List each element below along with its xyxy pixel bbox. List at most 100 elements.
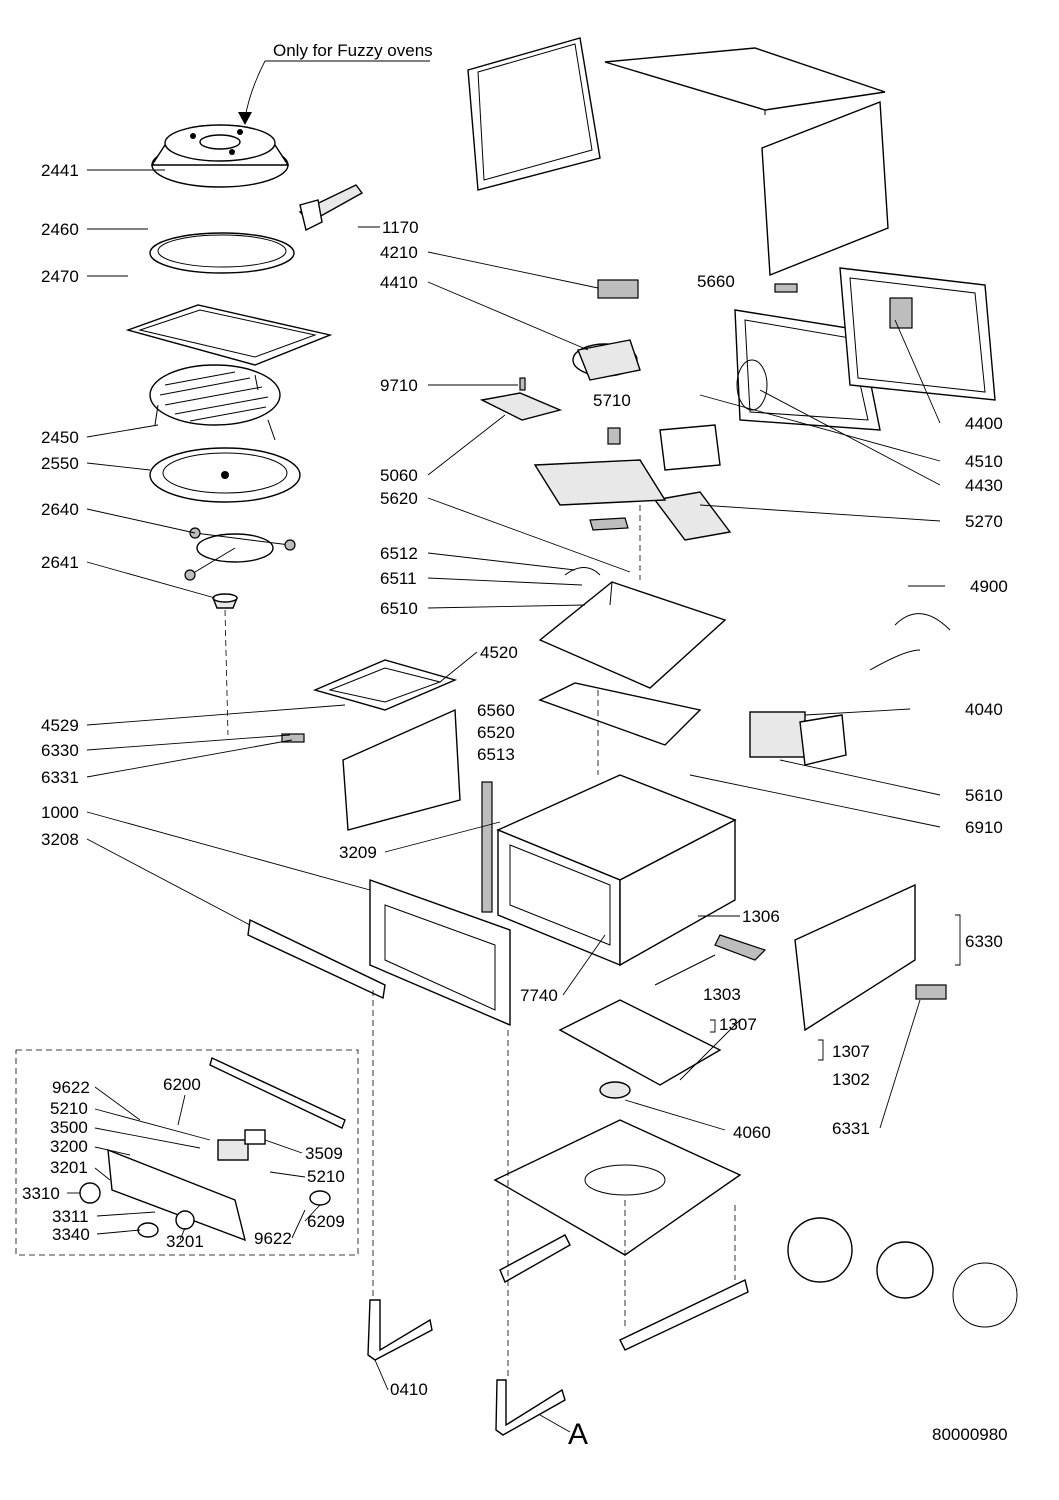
part-9710-fuse [519,377,526,391]
label-0410: 0410 [390,1380,428,1399]
part-2441-crisp-plate [150,124,290,188]
right-bracket-6330 [794,883,916,1032]
label-3311: 3311 [52,1207,89,1226]
part-6331-right [915,984,947,1000]
label-6330-left: 6330 [41,741,79,760]
rails [499,1234,749,1351]
label-9622-a: 9622 [52,1078,90,1097]
part-2640-roller-support [184,527,296,581]
cavity-side-panel [342,708,461,831]
label-5610: 5610 [965,786,1003,805]
label-5060: 5060 [380,466,418,485]
cavity-top-plate [538,581,727,689]
foot-a [495,1379,566,1436]
door-frames [734,309,881,431]
label-3310: 3310 [22,1184,60,1203]
label-4400: 4400 [965,414,1003,433]
label-4410: 4410 [380,273,418,292]
part-2641-coupler [211,593,239,609]
label-4210: 4210 [380,243,418,262]
bottom-tray [558,999,722,1086]
label-3208: 3208 [41,830,79,849]
casing-panels [467,37,889,277]
label-6209: 6209 [307,1212,345,1231]
label-1306: 1306 [742,907,780,926]
part-1303-hinge-pin [654,954,716,986]
part-6560-plate [538,682,702,746]
part-1170-handle [298,184,364,232]
label-6512: 6512 [380,544,418,563]
part-1000-oven-cavity [496,774,737,967]
label-4900: 4900 [970,577,1008,596]
label-6520: 6520 [477,723,515,742]
label-4060: 4060 [733,1123,771,1142]
label-1000: 1000 [41,803,79,822]
label-1170: 1170 [382,218,419,237]
label-6511: 6511 [380,569,417,588]
label-4520: 4520 [480,643,518,662]
assembly-lines [372,505,736,1380]
label-3500: 3500 [50,1118,88,1137]
label-5620: 5620 [380,489,418,508]
label-5210-b: 5210 [307,1167,345,1186]
part-6512-wire [564,567,601,576]
label-3340: 3340 [52,1225,90,1244]
view-letter: A [568,1418,588,1451]
label-6513: 6513 [477,745,515,764]
part-2460-ring [149,232,295,274]
label-3201-a: 3201 [50,1158,88,1177]
label-1303: 1303 [703,985,741,1004]
label-4040: 4040 [965,700,1003,719]
label-2470: 2470 [41,267,79,286]
label-1307-b: 1307 [832,1042,870,1061]
part-5270-module [653,491,732,541]
label-3509: 3509 [305,1144,343,1163]
label-2460: 2460 [41,220,79,239]
label-9710: 9710 [380,376,418,395]
label-2641: 2641 [41,553,79,572]
label-6330-right: 6330 [965,932,1003,951]
label-3201-b: 3201 [166,1232,204,1251]
label-6331-left: 6331 [41,768,79,787]
part-5060-board [479,392,563,421]
part-6330-6331-left [281,733,305,743]
label-2441: 2441 [41,161,79,180]
part-4900-cord [869,613,951,671]
waveguide-assy [533,424,721,531]
label-9622-b: 9622 [254,1229,292,1248]
label-1307-a: 1307 [719,1015,757,1034]
label-2640: 2640 [41,500,79,519]
part-3208-strip [247,918,386,1000]
part-5710-sensor [607,427,621,445]
part-1302-latch [714,934,767,961]
fuzzy-ovens-note: Only for Fuzzy ovens [238,41,433,125]
label-5710: 5710 [593,391,631,410]
part-1306-hinge [481,781,493,913]
part-2470-tray [125,304,333,366]
callout-labels: 2441 1170 2460 4210 2470 4410 5660 9710 … [22,161,1008,1451]
label-6560: 6560 [477,701,515,720]
control-panel-parts [79,1057,346,1242]
label-2550: 2550 [41,454,79,473]
label-5660: 5660 [697,272,735,291]
leader-lines [86,169,945,1131]
fan-assembly-detail [787,1217,1018,1328]
drawing-number: 80000980 [932,1425,1008,1444]
part-5660-switch [774,283,798,293]
label-1302: 1302 [832,1070,870,1089]
label-4529: 4529 [41,716,79,735]
fuzzy-note-text: Only for Fuzzy ovens [273,41,433,60]
label-6200: 6200 [163,1075,201,1094]
label-6331-right: 6331 [832,1119,870,1138]
control-panel-detail-box [15,1049,359,1256]
label-6910: 6910 [965,818,1003,837]
label-3200: 3200 [50,1137,88,1156]
label-3209: 3209 [339,843,377,862]
part-4210-switch [597,279,639,299]
part-2550-turntable [149,447,301,503]
base-plate [493,1119,742,1256]
label-4510: 4510 [965,452,1003,471]
label-7740: 7740 [520,986,558,1005]
part-4410-fan-motor [572,339,641,381]
